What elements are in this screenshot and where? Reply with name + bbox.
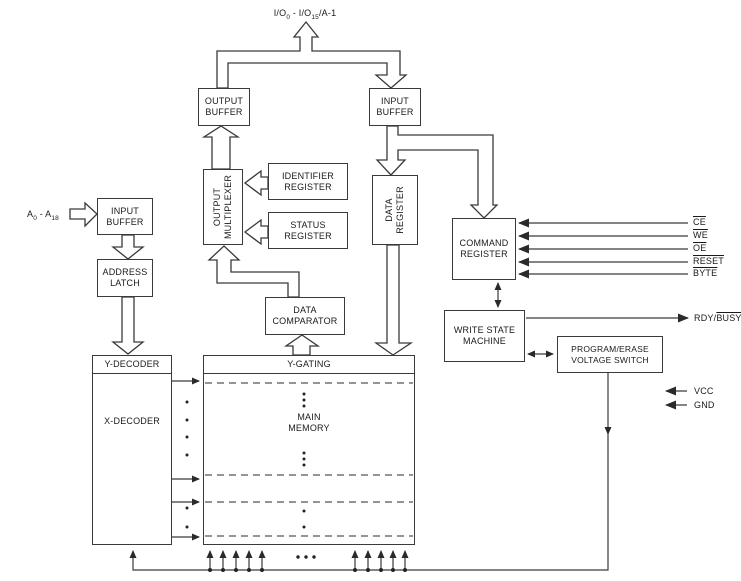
bitline-arrows [206,550,409,572]
io-bus-arrow [216,20,408,89]
write-state-machine-block: WRITE STATE MACHINE [444,310,525,362]
block-label: ADDRESS [102,267,148,277]
identifier-register-block: IDENTIFIER REGISTER [268,163,348,200]
block-label: COMPARATOR [272,316,338,326]
io-bus-label: I/O0 - I/O15/A-1 [273,8,337,21]
block-label: OUTPUT [204,96,244,106]
output-buffer-block: OUTPUT BUFFER [198,88,250,126]
rdy-busy-label: RDY/BUSY [694,313,742,323]
status-register-block: STATUS REGISTER [268,212,348,249]
mux-to-output-buffer-arrow [201,125,241,170]
data-register-to-ygating-arrow [373,244,414,356]
input-buffer-left-block: INPUT BUFFER [97,198,153,235]
signal-ce-label: CE [693,217,706,227]
block-label: STATUS [290,219,326,230]
block-label: REGISTER [284,230,332,241]
output-multiplexer-block: OUTPUT MULTIPLEXER [203,169,243,245]
block-label: COMMAND [459,238,509,248]
data-register-block: DATA REGISTER [372,175,418,245]
block-label: MEMORY [288,423,330,433]
block-label: Y-GATING [287,359,331,369]
comparator-to-mux-arrow [207,245,300,298]
y-decoder-label: Y-DECODER [104,359,160,369]
block-label: OUTPUT MULTIPLEXER [212,174,233,240]
block-label: INPUT [111,205,139,216]
decoder-divider [93,373,171,374]
vcc-label: VCC [694,386,714,396]
identifier-to-mux-arrow [243,169,269,197]
block-label: MACHINE [463,336,506,346]
block-label: IDENTIFIER [281,170,334,181]
data-comparator-block: DATA COMPARATOR [265,297,345,335]
address-latch-block: ADDRESS LATCH [97,259,153,297]
signal-reset-label: RESET [693,256,725,266]
block-label: DATA REGISTER [384,186,406,234]
address-bus-label: A0 - A18 [27,209,59,222]
block-label: BUFFER [205,107,243,117]
block-label: LATCH [110,278,140,288]
block-label: DATA [293,305,317,315]
input-buffer-to-latch-arrow [111,234,145,260]
block-label: BUFFER [106,216,144,227]
status-to-mux-arrow [243,218,269,246]
block-label: WRITE STATE [453,325,516,335]
main-memory-block: MAIN MEMORY [203,373,415,545]
signal-oe-label: OE [693,243,707,253]
block-label: REGISTER [460,249,508,259]
block-label: VOLTAGE SWITCH [571,354,649,365]
block-label: PROGRAM/ERASE [571,343,649,354]
x-decoder-label: X-DECODER [104,416,160,426]
y-gating-block: Y-GATING [203,355,415,374]
block-label: MAIN [297,412,321,422]
signal-we-label: WE [693,230,708,240]
gnd-label: GND [694,400,715,410]
address-to-input-buffer-arrow [69,201,98,228]
block-label: REGISTER [284,181,332,192]
command-register-block: COMMAND REGISTER [452,218,516,280]
signal-byte-label: BYTE [693,268,718,278]
latch-to-decoder-arrow [111,296,145,355]
decoder-column-block: Y-DECODER X-DECODER [92,355,172,545]
block-label: INPUT [381,96,409,106]
input-buffer-top-block: INPUT BUFFER [369,88,421,126]
voltage-switch-block: PROGRAM/ERASE VOLTAGE SWITCH [557,336,663,373]
block-label: BUFFER [376,107,414,117]
ygating-to-comparator-arrow [283,334,321,356]
